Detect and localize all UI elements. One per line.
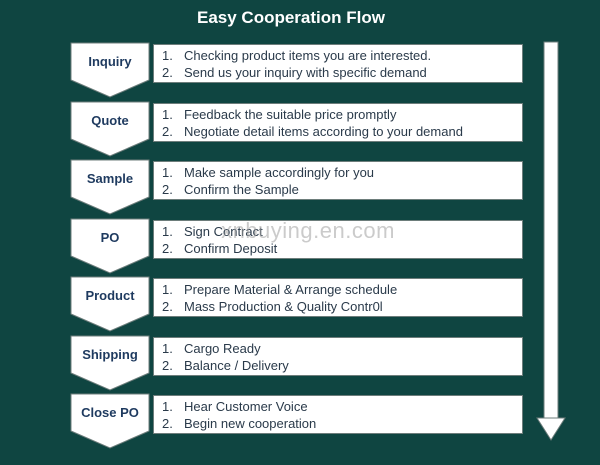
item-text: Send us your inquiry with specific deman… [184,65,427,80]
item-text: Begin new cooperation [184,416,317,431]
flow-step: Close PO 1. Hear Customer Voice 2. Begin new… [0,393,600,451]
item-text: Confirm the Sample [184,182,299,197]
description-line: 1. Prepare Material & Arrange schedule [162,281,397,298]
item-text: Mass Production & Quality Contr0l [184,299,383,314]
step-label: Inquiry [88,54,132,69]
chevron-shape [70,276,150,332]
step-description-box: 1. Sign Contract 2. Confirm Deposit [153,219,523,259]
item-text: Cargo Ready [184,340,261,356]
item-number: 2. [162,357,173,373]
description-line: 2. Mass Production & Quality Contr0l [162,298,383,315]
step-label: Close PO [81,405,139,420]
item-number: 2. [162,65,173,80]
item-number: 2. [162,123,173,139]
chevron-shape [70,393,150,449]
item-number: 1. [162,340,173,356]
step-label: Shipping [82,346,138,362]
description-line: 1. Hear Customer Voice [162,398,308,415]
step-description-box: 1. Prepare Material & Arrange schedule 2. M… [153,278,523,317]
description-line: 1. Cargo Ready [162,340,261,357]
chevron-shape [70,42,150,98]
chevron-shape [70,101,150,157]
item-number: 1. [162,282,173,297]
step-label: Product [85,288,135,303]
flow-step: Shipping 1. Cargo Ready 2. Balance / Deliver… [0,335,600,393]
step-label: PO [100,229,120,245]
item-number: 2. [162,299,173,314]
item-number: 2. [162,416,173,431]
chevron-shape [70,218,150,274]
item-text: Balance / Delivery [184,357,289,373]
chevron-shape [70,159,150,215]
description-line: 1. Feedback the suitable price promptly [162,106,396,123]
description-line: 2. Confirm the Sample [162,181,299,198]
item-text: Sign Contract [184,223,263,239]
item-number: 2. [162,240,173,256]
diagram-title: Easy Cooperation Flow [197,8,385,27]
description-line: 1. Make sample accordingly for you [162,164,374,181]
item-text: Confirm Deposit [184,240,278,256]
item-number: 1. [162,223,173,239]
description-line: 1. Sign Contract [162,223,263,240]
chevron-shape [70,335,150,391]
item-text: Negotiate detail items according to your… [184,123,463,139]
item-text: Prepare Material & Arrange schedule [184,282,398,297]
item-text: Make sample accordingly for you [184,165,375,180]
description-line: 2. Send us your inquiry with specific dem… [162,64,427,81]
step-description-box: 1. Cargo Ready 2. Balance / Delivery [153,336,523,376]
description-line: 2. Confirm Deposit [162,240,277,257]
description-line: 2. Begin new cooperation [162,415,316,432]
flow-step: Product 1. Prepare Material & Arrange sche… [0,276,600,334]
item-text: Feedback the suitable price promptly [184,106,397,122]
item-number: 2. [162,182,173,197]
description-line: 2. Balance / Delivery [162,357,289,374]
flow-step: Inquiry 1. Checking product items you are … [0,42,600,100]
description-line: 2. Negotiate detail items according to yo… [162,123,463,140]
step-description-box: 1. Make sample accordingly for you 2. Confi… [153,161,523,200]
item-text: Hear Customer Voice [184,399,308,414]
item-text: Checking product items you are intereste… [184,48,432,63]
flow-step: PO 1. Sign Contract 2. Confirm Deposit [0,218,600,276]
step-description-box: 1. Hear Customer Voice 2. Begin new coopera… [153,395,523,434]
step-description-box: 1. Checking product items you are interes… [153,44,523,83]
flow-step: Quote 1. Feedback the suitable price promp… [0,101,600,159]
down-arrow-icon [536,41,566,441]
item-number: 1. [162,48,173,63]
item-number: 1. [162,165,173,180]
step-label: Quote [91,112,129,128]
item-number: 1. [162,106,173,122]
item-number: 1. [162,399,173,414]
step-label: Sample [86,171,134,186]
watermark: xnbuying.en.com [221,218,395,243]
description-line: 1. Checking product items you are interes… [162,47,431,64]
